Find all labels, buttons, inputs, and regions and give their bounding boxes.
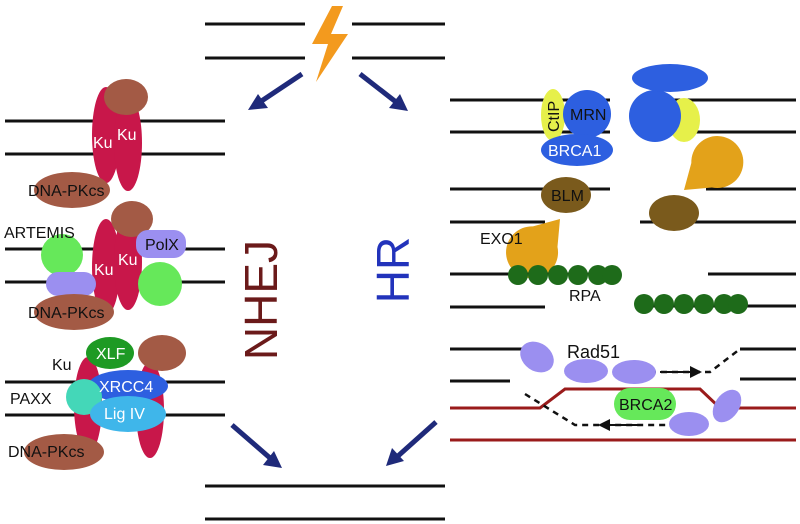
- ku-label: Ku: [52, 357, 72, 374]
- ku-label: Ku: [117, 127, 137, 144]
- ku-label: Ku: [118, 252, 138, 269]
- paxx-protein: [66, 379, 102, 415]
- dnapkcs-label: DNA-PKcs: [28, 305, 104, 322]
- ku-protein: [114, 214, 142, 310]
- nhej-step-processing: ARTEMIS Ku Ku PolX DNA-PKcs: [4, 201, 225, 330]
- rpa-protein: [588, 265, 608, 285]
- xlf-label: XLF: [96, 346, 126, 363]
- pathway-arrows: [230, 71, 438, 468]
- exo1-protein: [506, 219, 560, 279]
- dnapkcs-label: DNA-PKcs: [8, 444, 84, 461]
- nhej-label: NHEJ: [235, 240, 287, 360]
- rpa-protein: [568, 265, 588, 285]
- ctip-protein: [541, 89, 565, 141]
- polx-protein: [136, 230, 186, 258]
- hr-step-strand-invasion: Rad51 BRCA2: [450, 341, 796, 442]
- brca1-protein: [541, 134, 613, 166]
- lig4-label: Lig IV: [104, 406, 145, 423]
- broken-dna: [205, 6, 445, 82]
- blm-protein: [541, 177, 591, 213]
- rpa-protein: [528, 265, 548, 285]
- rpa-protein: [674, 294, 694, 314]
- dnapkcs-protein: [34, 294, 114, 330]
- rpa-protein: [634, 294, 654, 314]
- hr-step-resection: BLM EXO1: [450, 136, 796, 279]
- rpa-chain: [634, 294, 748, 314]
- ku-protein: [92, 219, 120, 315]
- lightning-bolt-icon: [312, 6, 348, 82]
- rad51-protein: [564, 359, 608, 383]
- nhej-step-ligation: Ku XLF XRCC4 PAXX Lig IV DNA-PKcs: [5, 335, 225, 470]
- artemis-label: ARTEMIS: [4, 225, 75, 242]
- mrn-protein: [563, 90, 611, 138]
- rpa-protein: [694, 294, 714, 314]
- dnapkcs-protein: [138, 335, 186, 371]
- rad51-protein: [612, 360, 656, 384]
- artemis-protein: [41, 234, 83, 276]
- rad51-protein: [520, 341, 554, 373]
- blm-protein: [649, 195, 699, 231]
- exo1-protein: [684, 136, 744, 190]
- invading-strand: [650, 348, 741, 374]
- xrcc4-protein: [88, 370, 168, 402]
- brca2-label: BRCA2: [619, 397, 672, 414]
- lig4-protein: [90, 396, 166, 432]
- rpa-chain: [508, 265, 622, 285]
- exo1-label: EXO1: [480, 231, 523, 248]
- arrow-icon: [230, 423, 282, 468]
- hr-label: HR: [367, 237, 419, 303]
- rad51-protein: [669, 412, 709, 436]
- dnapkcs-protein: [104, 79, 148, 115]
- arrow-icon: [248, 71, 304, 110]
- mrn-label: MRN: [570, 107, 606, 124]
- arrow-icon: [358, 72, 408, 111]
- rpa-label: RPA: [569, 288, 601, 305]
- brca1-label: BRCA1: [548, 143, 601, 160]
- rpa-protein: [654, 294, 674, 314]
- dnapkcs-protein: [34, 172, 110, 208]
- rpa-protein: [714, 294, 734, 314]
- ku-label: Ku: [93, 135, 113, 152]
- mrn-protein: [629, 90, 681, 142]
- rpa-protein: [602, 265, 622, 285]
- ku-label: Ku: [94, 262, 114, 279]
- paxx-label: PAXX: [10, 391, 52, 408]
- hr-step-rpa-coating: RPA: [450, 265, 796, 314]
- rpa-protein: [508, 265, 528, 285]
- brca2-protein: [614, 388, 676, 420]
- repaired-dna: [205, 484, 445, 521]
- rpa-protein: [728, 294, 748, 314]
- invading-strand: [524, 392, 690, 427]
- mrn-protein: [632, 64, 708, 92]
- dnapkcs-label: DNA-PKcs: [28, 183, 104, 200]
- rad51-protein: [712, 389, 742, 423]
- arrow-icon: [386, 420, 438, 466]
- blm-label: BLM: [551, 188, 584, 205]
- polx-label: PolX: [145, 237, 179, 254]
- rad51-label: Rad51: [567, 342, 620, 362]
- hr-step-end-recognition: CtIP MRN BRCA1: [450, 64, 796, 166]
- xrcc4-label: XRCC4: [99, 379, 153, 396]
- xlf-protein: [86, 337, 134, 369]
- nhej-step-ku-binding: Ku Ku DNA-PKcs: [5, 79, 225, 208]
- polx-protein: [46, 272, 96, 296]
- ku-protein: [114, 95, 142, 191]
- ctip-label: CtIP: [546, 101, 563, 132]
- artemis-protein: [138, 262, 182, 306]
- dnapkcs-protein: [24, 434, 104, 470]
- rpa-protein: [548, 265, 568, 285]
- dnapkcs-protein: [111, 201, 153, 237]
